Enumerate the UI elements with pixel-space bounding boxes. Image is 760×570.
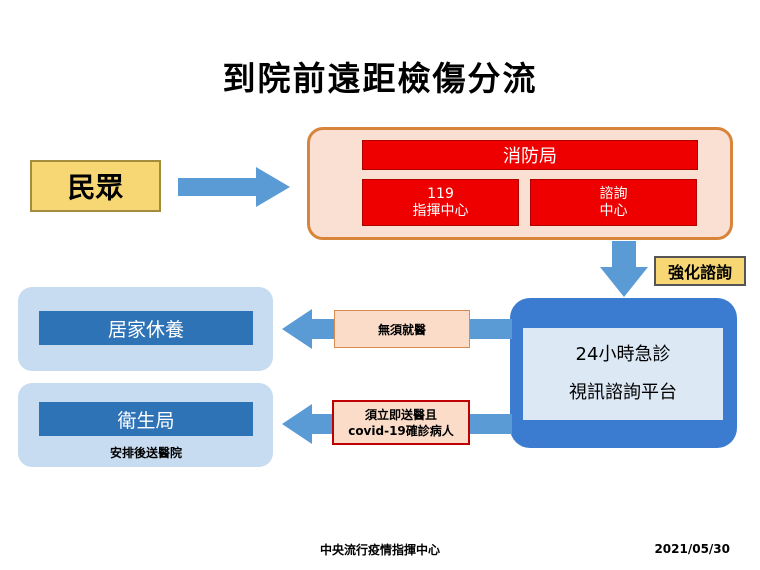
video-platform-box: 24小時急診 視訊諮詢平台 (523, 328, 723, 420)
command-center-box: 119 指揮中心 (362, 179, 519, 226)
fire-department-header: 消防局 (362, 140, 698, 170)
platform-line1: 24小時急診 (575, 344, 671, 365)
arrow-fire-dept-to-platform (600, 241, 648, 297)
command-center-number: 119 (427, 185, 454, 202)
send-to-hospital-line1: 須立即送醫且 (364, 407, 437, 422)
consult-center-line2: 中心 (599, 202, 628, 219)
footer-date: 2021/05/30 (654, 542, 730, 556)
arrow-citizen-to-fire-dept (178, 167, 290, 207)
consult-center-line1: 諮詢 (599, 185, 628, 202)
command-center-label: 指揮中心 (412, 202, 469, 219)
home-rest-header: 居家休養 (39, 311, 253, 345)
platform-line2: 視訊諮詢平台 (569, 382, 677, 403)
hospital-arrangement-note: 安排後送醫院 (109, 445, 182, 460)
strengthen-consult-label: 強化諮詢 (654, 256, 746, 286)
citizen-box: 民眾 (30, 160, 161, 212)
send-to-hospital-line2: covid-19確診病人 (348, 423, 454, 438)
no-medical-needed-label: 無須就醫 (334, 310, 470, 348)
health-bureau-header: 衛生局 (39, 402, 253, 436)
footer-organization: 中央流行疫情指揮中心 (319, 542, 440, 557)
diagram-title: 到院前遠距檢傷分流 (222, 59, 538, 98)
send-to-hospital-label: 須立即送醫且 covid-19確診病人 (332, 400, 470, 445)
consult-center-box: 諮詢 中心 (530, 179, 697, 226)
